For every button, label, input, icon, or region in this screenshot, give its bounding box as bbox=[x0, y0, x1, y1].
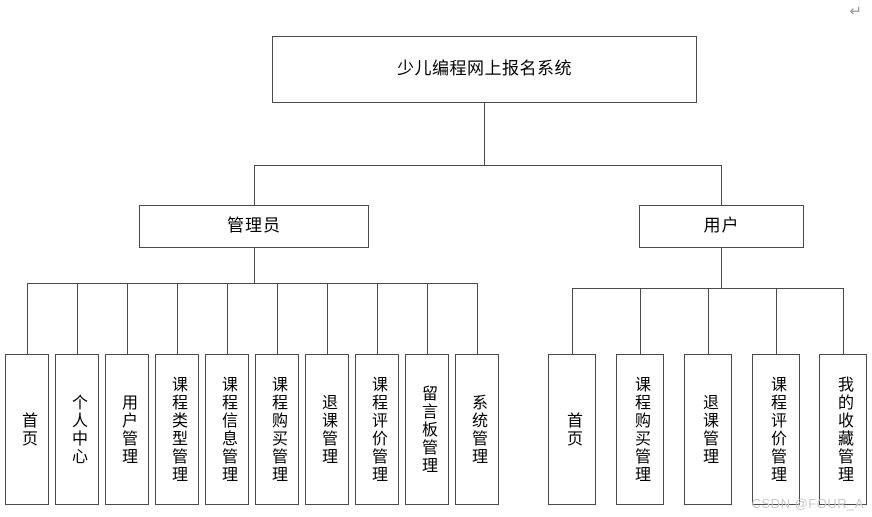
connector-admin-bus bbox=[27, 283, 477, 284]
connector-admin-drop-4 bbox=[177, 283, 178, 354]
leaf-admin-2: 个人中心 bbox=[55, 354, 99, 505]
connector-admin-stem bbox=[254, 248, 255, 283]
leaf-admin-6: 课程购买管理 bbox=[255, 354, 299, 505]
leaf-admin-1: 首页 bbox=[5, 354, 49, 505]
connector-drop-admin bbox=[254, 165, 255, 205]
leaf-admin-7: 退课管理 bbox=[305, 354, 349, 505]
connector-user-bus bbox=[572, 288, 843, 289]
connector-admin-drop-5 bbox=[227, 283, 228, 354]
connector-user-drop-1 bbox=[572, 288, 573, 354]
leaf-user-3: 退课管理 bbox=[684, 354, 732, 505]
connector-user-stem bbox=[721, 248, 722, 288]
leaf-user-1: 首页 bbox=[548, 354, 596, 505]
connector-admin-drop-2 bbox=[77, 283, 78, 354]
node-branch-admin: 管理员 bbox=[139, 205, 369, 248]
leaf-admin-10: 系统管理 bbox=[455, 354, 499, 505]
connector-user-drop-2 bbox=[640, 288, 641, 354]
leaf-user-5: 我的收藏管理 bbox=[819, 354, 867, 505]
connector-user-drop-4 bbox=[776, 288, 777, 354]
connector-level1-bus bbox=[254, 165, 722, 166]
leaf-admin-4: 课程类型管理 bbox=[155, 354, 199, 505]
paragraph-return-icon: ↵ bbox=[849, 3, 862, 20]
leaf-admin-3: 用户管理 bbox=[105, 354, 149, 505]
leaf-admin-9: 留言板管理 bbox=[405, 354, 449, 505]
leaf-admin-5: 课程信息管理 bbox=[205, 354, 249, 505]
node-root-system: 少儿编程网上报名系统 bbox=[272, 36, 697, 103]
connector-admin-drop-8 bbox=[377, 283, 378, 354]
connector-root-stem bbox=[484, 103, 485, 165]
connector-user-drop-5 bbox=[843, 288, 844, 354]
connector-admin-drop-3 bbox=[127, 283, 128, 354]
connector-admin-drop-9 bbox=[427, 283, 428, 354]
connector-drop-user bbox=[721, 165, 722, 205]
connector-admin-drop-7 bbox=[327, 283, 328, 354]
leaf-admin-8: 课程评价管理 bbox=[355, 354, 399, 505]
node-branch-user: 用户 bbox=[639, 205, 804, 248]
connector-admin-drop-1 bbox=[27, 283, 28, 354]
connector-admin-drop-6 bbox=[277, 283, 278, 354]
connector-admin-drop-10 bbox=[477, 283, 478, 354]
leaf-user-4: 课程评价管理 bbox=[752, 354, 800, 505]
leaf-user-2: 课程购买管理 bbox=[616, 354, 664, 505]
connector-user-drop-3 bbox=[708, 288, 709, 354]
